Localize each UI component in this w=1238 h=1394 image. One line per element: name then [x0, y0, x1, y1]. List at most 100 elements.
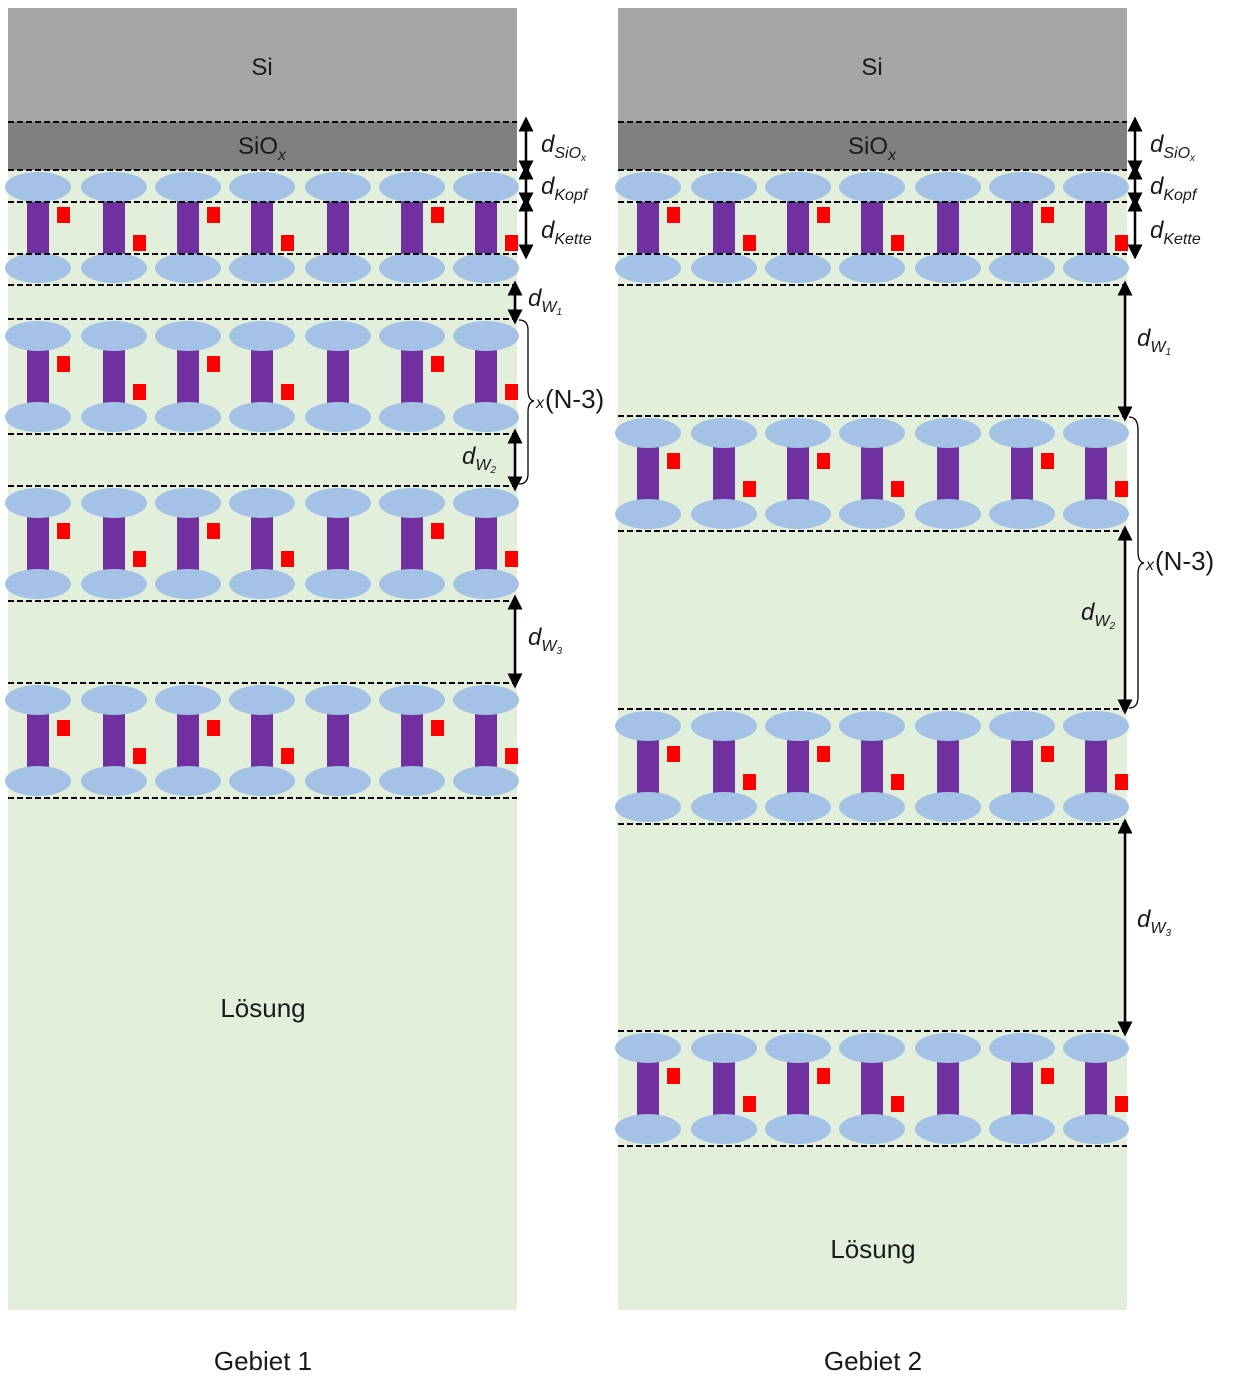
lipid-head-top [615, 1033, 681, 1063]
lipid-head-top [155, 321, 221, 351]
lipid-head-bottom [839, 792, 905, 822]
lipid-head-bottom [229, 569, 295, 599]
lipid-chain [1011, 1061, 1033, 1116]
label-marker [57, 356, 70, 372]
lipid-chain [1085, 200, 1107, 255]
lipid-chain [177, 200, 199, 255]
panel2-dimensions: dSiOx dKopf dKette dW1 dW2 dW3 x(N-3) [1081, 116, 1214, 1037]
lipid-chain [1085, 739, 1107, 794]
lipid-head-bottom [765, 253, 831, 283]
panel-gebiet-2: Si SiOx Lösung Gebiet 2 [615, 8, 1129, 1376]
lipid-head-bottom [1063, 253, 1129, 283]
label-marker [1041, 746, 1054, 762]
label-d-kopf: dKopf [541, 173, 589, 204]
lipid-head-bottom [229, 402, 295, 432]
label-marker [1115, 774, 1128, 790]
label-d-w1: dW1 [528, 285, 562, 318]
lipid-chain [637, 446, 659, 501]
label-marker [57, 523, 70, 539]
label-marker [57, 207, 70, 223]
lipid-chain [787, 739, 809, 794]
lipid-bilayer [615, 708, 1129, 825]
label-marker [133, 235, 146, 251]
label-marker [1115, 235, 1128, 251]
lipid-chain [103, 349, 125, 404]
lipid-head-bottom [155, 253, 221, 283]
lipid-head-top [989, 172, 1055, 202]
lipid-head-top [1063, 418, 1129, 448]
label-marker [505, 384, 518, 400]
label-marker [667, 453, 680, 469]
lipid-head-top [305, 488, 371, 518]
lipid-head-bottom [1063, 1114, 1129, 1144]
lipid-chain [937, 446, 959, 501]
si-label: Si [861, 54, 882, 81]
lipid-head-bottom [155, 569, 221, 599]
label-d-kette: dKette [541, 217, 592, 248]
si-layer [618, 8, 1127, 122]
lipid-head-top [305, 172, 371, 202]
label-d-kette: dKette [1150, 217, 1201, 248]
lipid-head-bottom [229, 253, 295, 283]
lipid-chain [27, 516, 49, 571]
lipid-head-bottom [379, 766, 445, 796]
lipid-head-bottom [155, 402, 221, 432]
lipid-head-top [229, 488, 295, 518]
panel-gebiet-1: Si SiOx Lösung Gebiet 1 [5, 8, 519, 1376]
lipid-chain [327, 200, 349, 255]
repeat-label: x(N-3) [1145, 546, 1214, 576]
si-layer [8, 8, 517, 122]
lipid-head-bottom [765, 499, 831, 529]
lipid-head-bottom [81, 402, 147, 432]
lipid-head-top [453, 488, 519, 518]
label-marker [57, 720, 70, 736]
lipid-chain [103, 516, 125, 571]
lipid-chain [327, 713, 349, 768]
lipid-head-bottom [1063, 499, 1129, 529]
lipid-head-bottom [305, 766, 371, 796]
lipid-chain [637, 200, 659, 255]
label-marker [133, 551, 146, 567]
label-marker [207, 720, 220, 736]
label-marker [281, 384, 294, 400]
lipid-head-bottom [915, 1114, 981, 1144]
label-marker [1041, 1068, 1054, 1084]
label-marker [281, 551, 294, 567]
lipid-chain [861, 200, 883, 255]
repeat-brace [518, 319, 535, 485]
lipid-head-top [81, 685, 147, 715]
lipid-head-bottom [81, 569, 147, 599]
lipid-head-top [765, 172, 831, 202]
lipid-chain [713, 1061, 735, 1116]
lipid-head-top [615, 172, 681, 202]
lipid-head-bottom [81, 253, 147, 283]
lipid-chain [937, 1061, 959, 1116]
lipid-head-bottom [915, 792, 981, 822]
lipid-chain [1085, 1061, 1107, 1116]
lipid-head-bottom [5, 766, 71, 796]
lipid-head-top [81, 488, 147, 518]
lipid-head-top [81, 321, 147, 351]
lipid-chain [327, 349, 349, 404]
lipid-bilayer [5, 485, 519, 602]
lipid-head-top [5, 488, 71, 518]
lipid-head-top [839, 418, 905, 448]
lipid-chain [103, 713, 125, 768]
bilayer-group [5, 121, 519, 799]
lipid-head-bottom [305, 402, 371, 432]
lipid-bilayer [615, 169, 1129, 286]
lipid-head-top [691, 711, 757, 741]
label-marker [817, 207, 830, 223]
solution-label: Lösung [220, 993, 305, 1023]
bilayer-group [615, 121, 1129, 1147]
lipid-head-top [155, 172, 221, 202]
label-marker [207, 207, 220, 223]
label-marker [891, 235, 904, 251]
lipid-head-bottom [915, 253, 981, 283]
lipid-head-top [765, 1033, 831, 1063]
lipid-chain [1011, 446, 1033, 501]
label-marker [505, 235, 518, 251]
lipid-head-top [765, 418, 831, 448]
siox-layer [618, 122, 1127, 170]
lipid-head-bottom [765, 1114, 831, 1144]
